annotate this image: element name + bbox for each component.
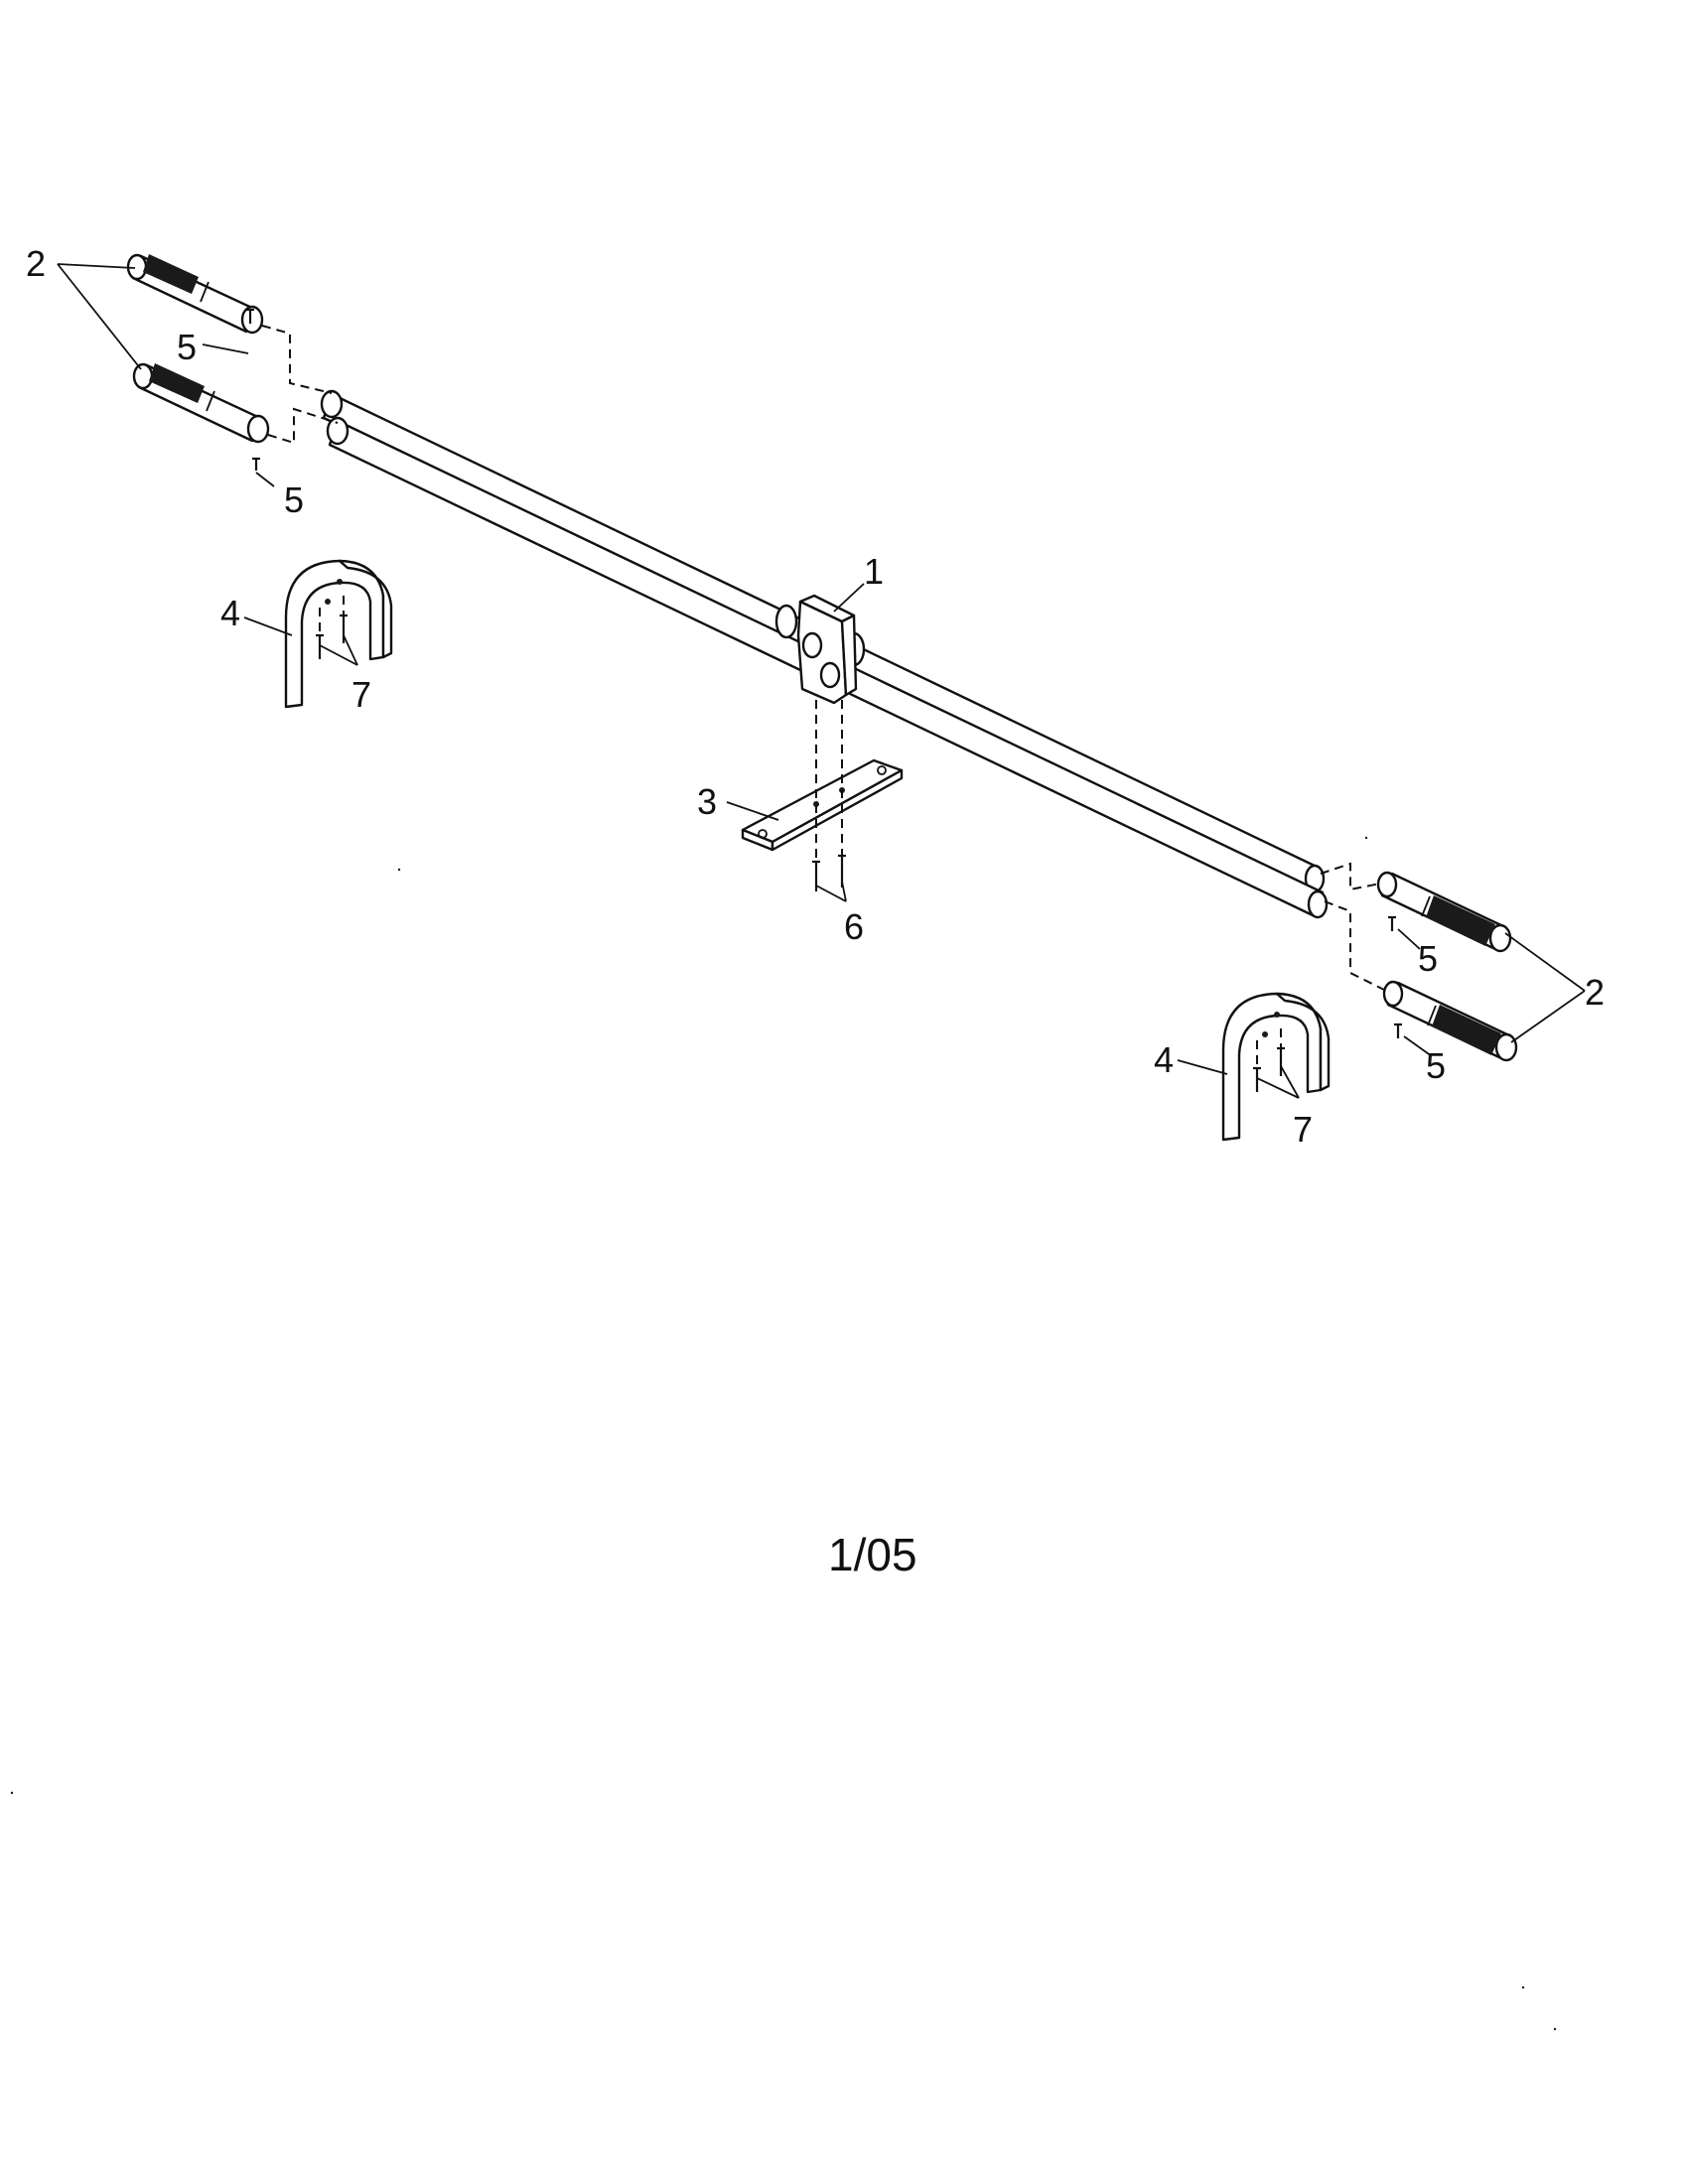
callout-5-b: 5 xyxy=(284,479,304,520)
pivot-block xyxy=(796,594,858,705)
callout-1: 1 xyxy=(864,551,884,592)
callout-5-d: 5 xyxy=(1426,1045,1446,1086)
grip-screws xyxy=(246,308,1402,1038)
handle-grip-second-left xyxy=(132,362,270,444)
handle-grip-top-left xyxy=(126,253,264,335)
page-code: 1/05 xyxy=(828,1529,917,1580)
u-bracket-left xyxy=(284,559,393,709)
callout-2-left: 2 xyxy=(26,243,46,284)
callout-7-left: 7 xyxy=(351,674,371,715)
callout-4-left: 4 xyxy=(220,593,240,633)
callout-3: 3 xyxy=(697,781,717,822)
callout-2-right: 2 xyxy=(1585,972,1605,1013)
leader-lines xyxy=(57,263,1586,1099)
callout-labels: 2 5 5 4 7 1 3 6 5 2 5 4 7 xyxy=(26,243,1605,1150)
bracket-screws-left xyxy=(316,596,348,659)
callout-7-right: 7 xyxy=(1293,1109,1313,1150)
handle-grip-lower-right xyxy=(1382,980,1518,1062)
base-plate xyxy=(741,758,904,852)
callout-4-right: 4 xyxy=(1154,1039,1174,1080)
grip-alignment-dashes xyxy=(261,325,1387,992)
handle-grip-upper-right xyxy=(1376,871,1512,953)
callout-5-a: 5 xyxy=(177,327,197,367)
bracket-screws-right xyxy=(1253,1028,1285,1092)
scan-specks xyxy=(10,836,1557,2031)
callout-6: 6 xyxy=(844,906,864,947)
callout-5-c: 5 xyxy=(1418,938,1438,979)
u-bracket-right xyxy=(1221,992,1331,1142)
